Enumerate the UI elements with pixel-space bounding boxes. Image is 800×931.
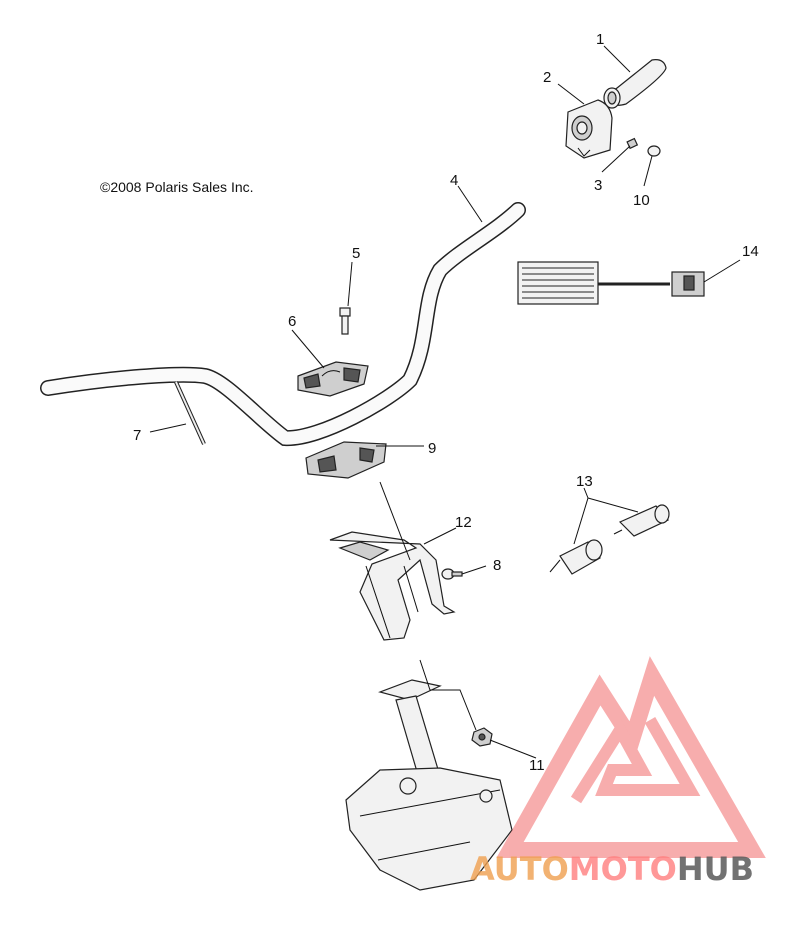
part-switch-assembly [549,504,670,575]
callout-13: 13 [576,473,593,490]
part-bracket [329,531,456,641]
part-nut [471,727,493,747]
part-cap [647,145,661,157]
part-small-screw [441,568,463,580]
watermark-moto: MOTO [569,850,677,888]
callout-9: 9 [428,440,436,457]
callout-1: 1 [596,31,604,48]
part-handlebar [40,202,526,447]
part-long-pin [174,381,206,445]
watermark-text: AUTOMOTOHUB [470,850,754,888]
callout-12: 12 [455,514,472,531]
watermark-logo [496,656,766,858]
callout-7: 7 [133,427,141,444]
callout-10: 10 [633,192,650,209]
callout-6: 6 [288,313,296,330]
part-frame [345,679,513,891]
part-heater-element [517,261,705,305]
callout-8: 8 [493,557,501,574]
part-throttle-housing [565,99,613,159]
watermark-auto: AUTO [470,850,569,888]
callout-14: 14 [742,243,759,260]
callout-5: 5 [352,245,360,262]
callout-11: 11 [529,757,545,774]
callout-3: 3 [594,177,602,194]
copyright-text: ©2008 Polaris Sales Inc. [100,179,254,195]
part-bolt [339,307,351,335]
callout-2: 2 [543,69,551,86]
watermark-hub: HUB [677,850,754,888]
part-grip [603,59,667,109]
callouts: 1 2 3 4 5 6 7 8 9 10 11 12 13 14 [133,31,759,774]
leader-lines [149,45,741,759]
callout-4: 4 [450,172,458,189]
part-lower-clamp [305,441,387,479]
part-upper-clamp [297,361,369,397]
